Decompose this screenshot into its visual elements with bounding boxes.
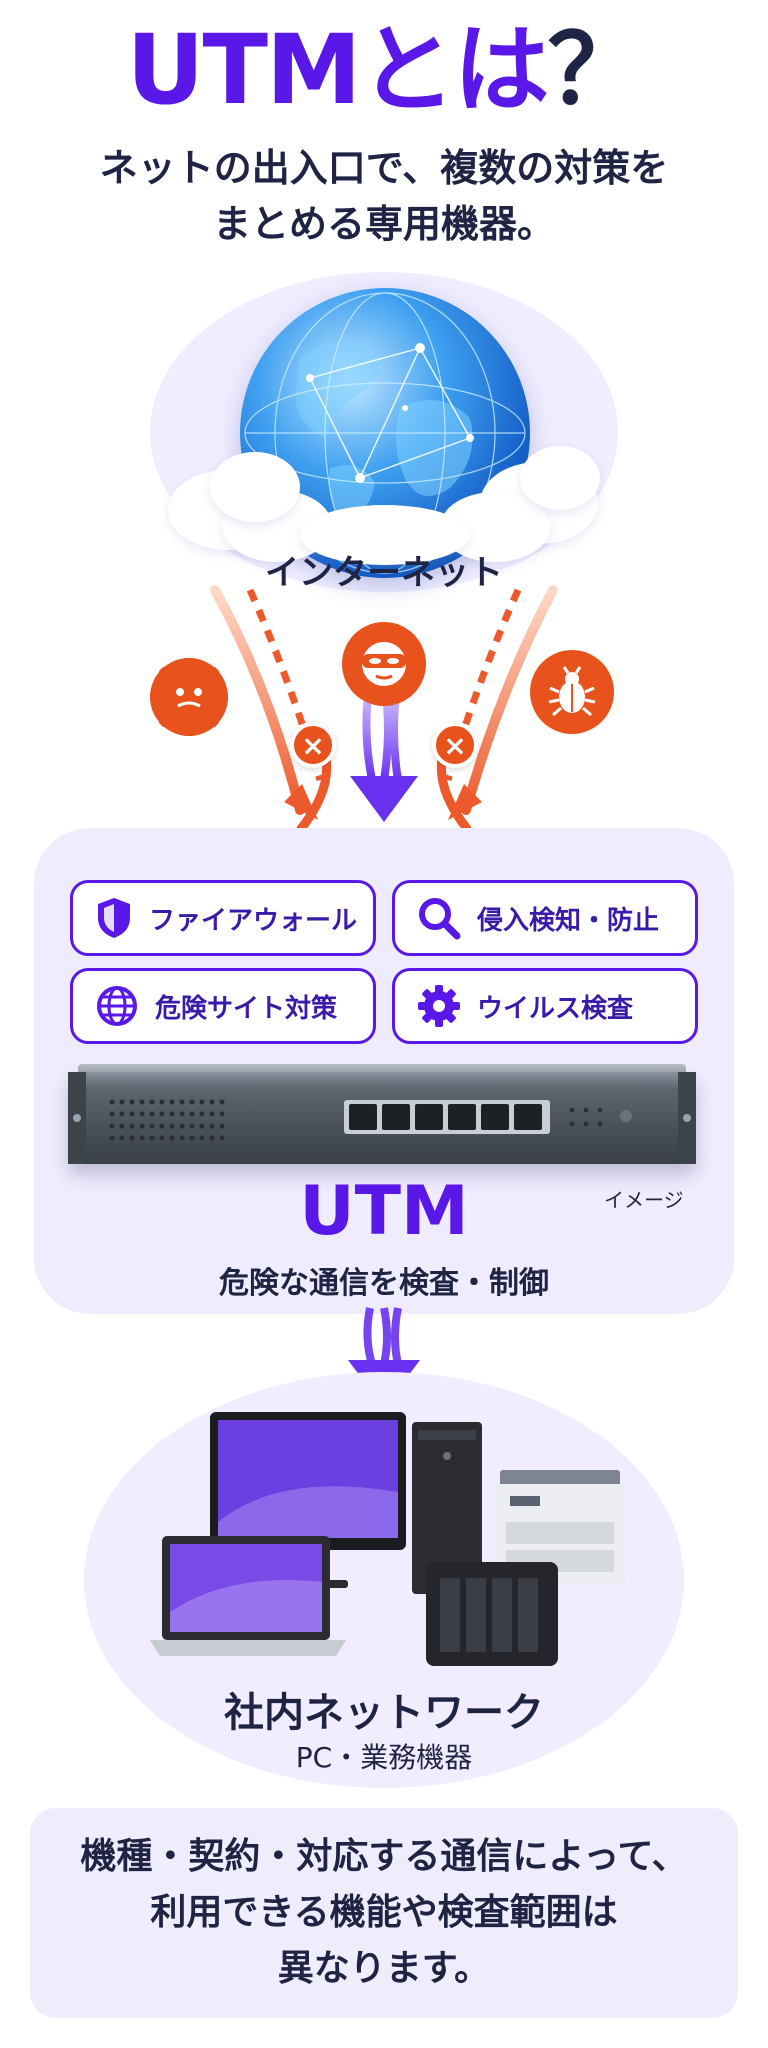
feature-web-filter-label: 危険サイト対策 — [155, 993, 338, 1024]
title-question-mark: ？ — [547, 14, 643, 126]
monitor-icon — [210, 1412, 406, 1588]
note-box: 機種・契約・対応する通信によって、 利用できる機能や検査範囲は 異なります。 — [30, 1808, 738, 2018]
title-main: UTMとは — [126, 14, 550, 126]
note-line-2: 利用できる機能や検査範囲は — [150, 1892, 618, 1933]
laptop-icon — [150, 1536, 346, 1656]
block-right-icon: × — [432, 722, 478, 768]
note-line-3: 異なります。 — [277, 1948, 491, 1989]
network-devices — [150, 1412, 626, 1666]
attack-arrow-left-outer — [210, 585, 305, 815]
nas-icon — [426, 1562, 558, 1666]
network-sub-label: PC・業務機器 — [295, 1741, 473, 1774]
note-text: 機種・契約・対応する通信によって、 利用できる機能や検査範囲は 異なります。 — [80, 1829, 687, 1997]
virus-icon — [150, 658, 228, 736]
internet-label: インターネット — [265, 553, 503, 593]
cloud-center — [300, 505, 470, 565]
virus-threat — [150, 658, 228, 736]
globe-icon — [97, 986, 137, 1026]
utm-appliance — [68, 1072, 696, 1164]
attack-arrow-right-outer — [461, 585, 558, 815]
subtitle-line-1: ネットの出入口で、複数の対策を — [99, 146, 669, 190]
bug-threat — [530, 650, 614, 734]
page-subtitle: ネットの出入口で、複数の対策を まとめる専用機器。 — [0, 140, 768, 252]
feature-antivirus-label: ウイルス検査 — [477, 993, 634, 1024]
feature-web-filter: 危険サイト対策 — [70, 968, 376, 1044]
note-line-1: 機種・契約・対応する通信によって、 — [80, 1836, 688, 1877]
printer-icon — [494, 1470, 626, 1584]
feature-intrusion: 侵入検知・防止 — [392, 880, 698, 956]
masked-intruder-icon — [362, 642, 406, 686]
shield-icon — [98, 898, 130, 938]
magnifier-icon — [419, 898, 461, 940]
feature-intrusion-label: 侵入検知・防止 — [477, 905, 660, 936]
feature-firewall-label: ファイアウォール — [149, 905, 358, 936]
image-caption: イメージ — [604, 1188, 684, 1212]
cloud-left-3 — [210, 452, 300, 522]
gear-icon — [418, 985, 460, 1027]
utm-description: 危険な通信を検査・制御 — [219, 1266, 549, 1301]
page-title: UTMとは？ — [0, 17, 768, 124]
safe-arrow-head — [350, 776, 418, 822]
block-left-icon: × — [290, 722, 336, 768]
network-label: 社内ネットワーク — [224, 1690, 544, 1736]
intruder-threat — [342, 622, 426, 706]
utm-label: UTM — [299, 1172, 469, 1251]
feature-antivirus: ウイルス検査 — [392, 968, 698, 1044]
cloud-right-3 — [520, 446, 600, 510]
bug-icon — [548, 666, 596, 717]
feature-firewall: ファイアウォール — [70, 880, 376, 956]
subtitle-line-2: まとめる専用機器。 — [212, 202, 555, 246]
tower-pc-icon — [412, 1422, 482, 1594]
